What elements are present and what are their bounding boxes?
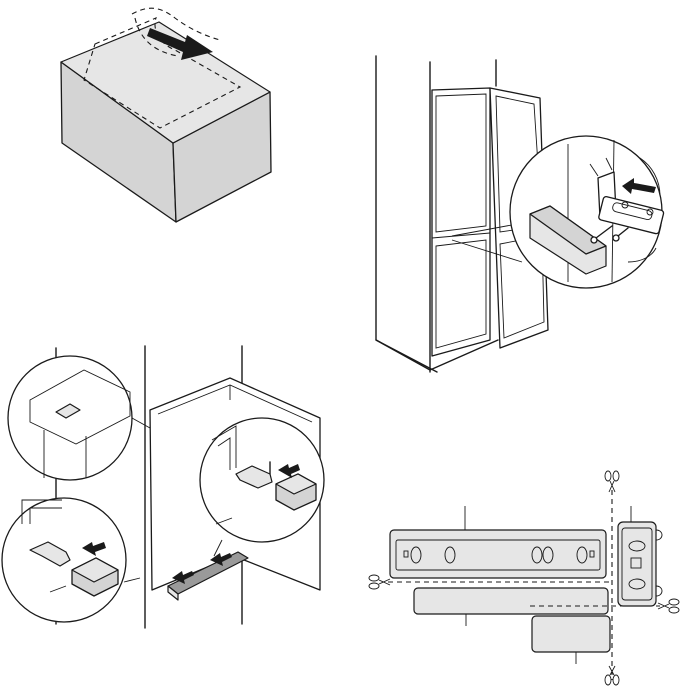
short-trim-strip (532, 616, 610, 652)
top-hinge-detail (8, 356, 132, 480)
long-trim-strip (390, 530, 606, 578)
scissors-icon (369, 575, 390, 589)
box-panel (61, 8, 271, 222)
hinge-cover-panel (376, 56, 664, 372)
scissors-icon (658, 599, 679, 613)
scissors-icon (605, 471, 619, 492)
cabinet-left (376, 56, 437, 372)
trim-cutting-panel (369, 471, 679, 685)
scissors-icon (605, 666, 619, 685)
door-spacer-panel (2, 346, 324, 628)
middle-trim-strip (414, 588, 608, 614)
end-cap-strip (618, 522, 656, 606)
fridge-body (432, 88, 490, 356)
